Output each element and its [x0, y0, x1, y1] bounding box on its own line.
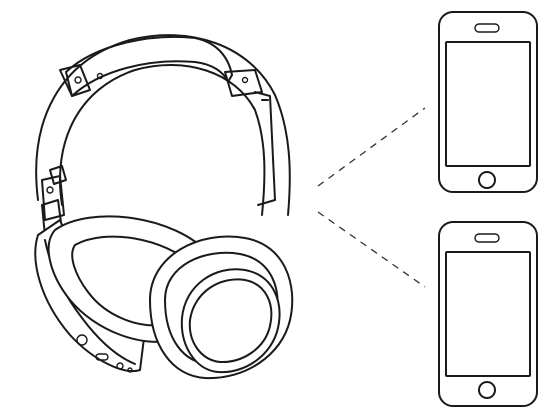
connection-line-bottom — [317, 211, 426, 288]
headphones-icon — [34, 34, 294, 380]
connection-lines — [317, 107, 426, 288]
smartphone-icon — [438, 11, 538, 193]
connection-line-top — [317, 107, 426, 187]
smartphone-icon — [438, 221, 538, 407]
